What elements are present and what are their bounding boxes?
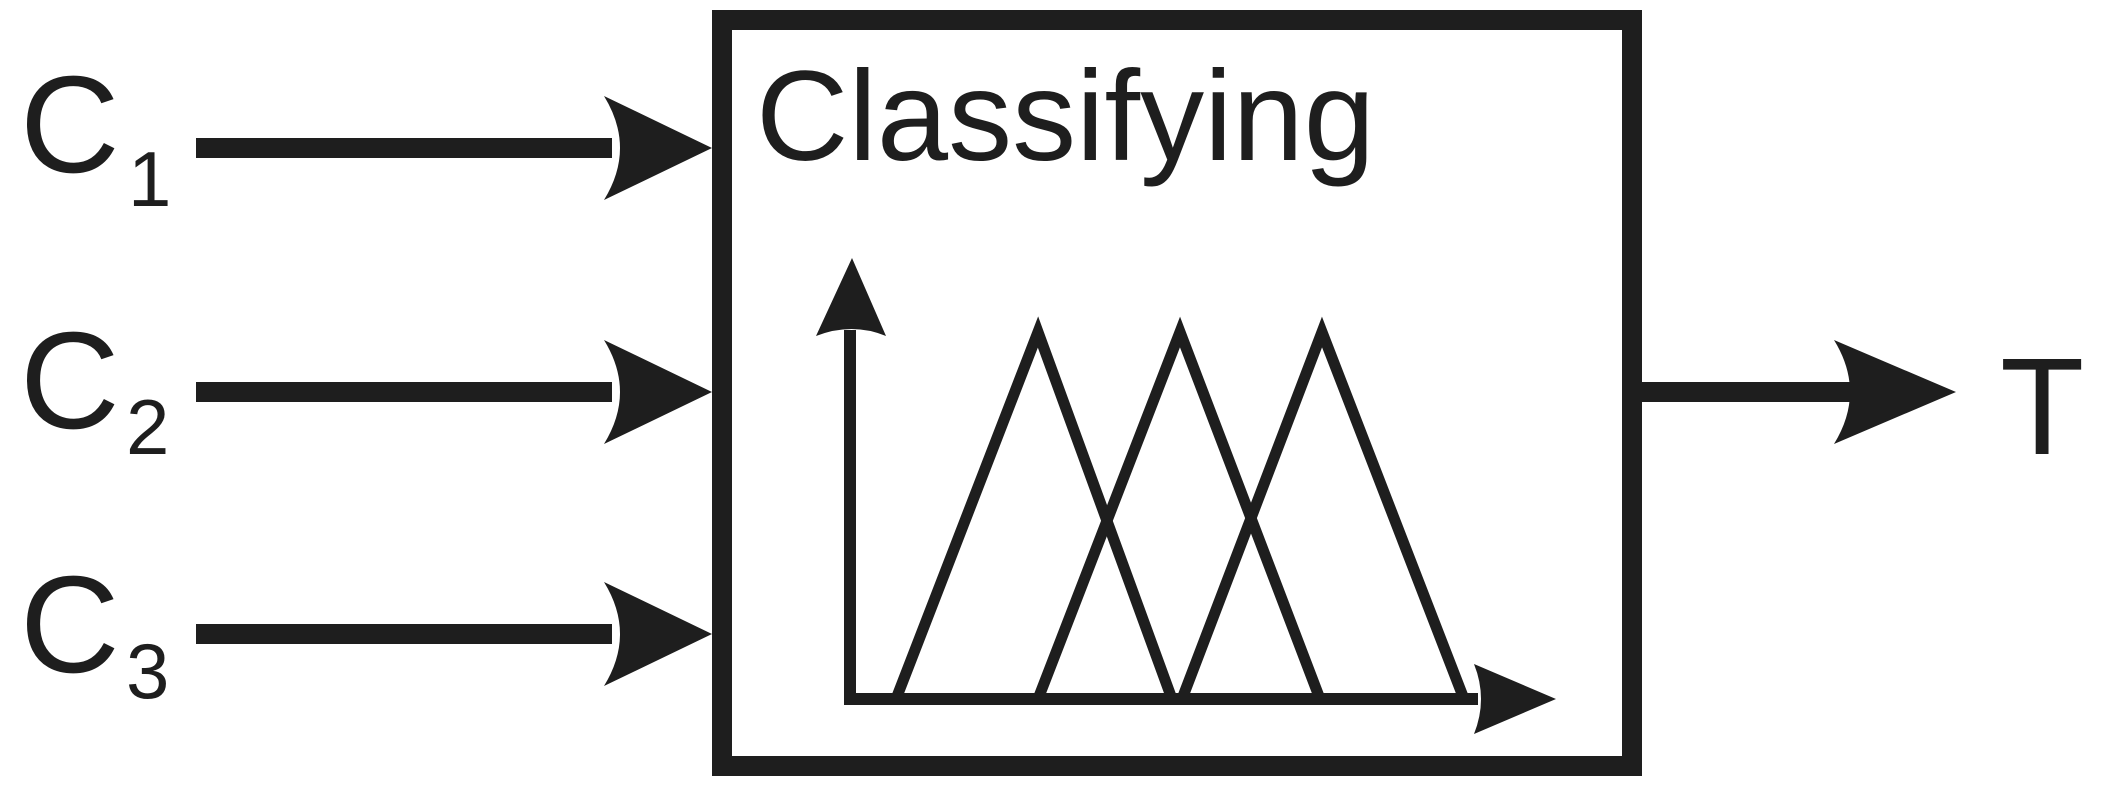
membership-plot	[816, 258, 1556, 734]
input-3: C 3	[20, 548, 712, 715]
output-arrow-head	[1834, 340, 1956, 444]
membership-function-3	[1176, 316, 1470, 701]
classifier-title: Classifying	[756, 45, 1375, 188]
input-2-arrow-head	[604, 340, 712, 444]
plot-x-axis-arrow	[1474, 664, 1556, 734]
output-label: T	[2000, 330, 2084, 484]
output: T	[1632, 330, 2084, 484]
input-1-subscript: 1	[128, 135, 171, 223]
input-3-subscript: 3	[126, 627, 169, 715]
input-2-subscript: 2	[126, 383, 169, 471]
input-2: C 2	[20, 304, 712, 471]
input-1-arrow-head	[604, 96, 712, 200]
membership-function-2	[1032, 316, 1326, 701]
classifier-block: Classifying	[712, 10, 1642, 776]
input-1: C 1	[20, 48, 712, 223]
membership-function-1	[890, 316, 1178, 701]
input-3-arrow-head	[604, 582, 712, 686]
plot-y-axis-arrow	[816, 258, 886, 336]
input-1-label: C	[20, 48, 120, 202]
input-3-label: C	[20, 548, 120, 702]
input-2-label: C	[20, 304, 120, 458]
